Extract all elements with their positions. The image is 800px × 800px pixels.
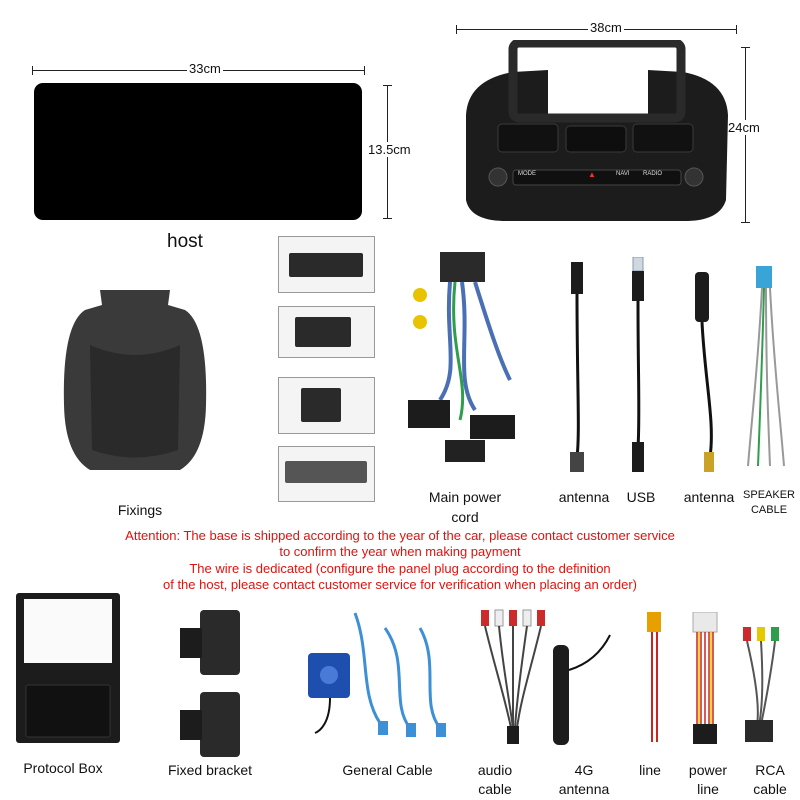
general-cable-image xyxy=(300,603,460,743)
antenna-2-image xyxy=(685,272,725,477)
rca-cable-label-1: RCA xyxy=(755,762,785,778)
fixed-bracket-label: Fixed bracket xyxy=(167,762,253,778)
protocol-box-label: Protocol Box xyxy=(23,760,103,776)
audio-cable-image xyxy=(475,608,550,748)
general-cable-label: General Cable xyxy=(342,762,433,778)
fixings-image xyxy=(60,285,210,485)
frame-height-label: 24cm xyxy=(726,120,762,135)
usb-label: USB xyxy=(626,489,656,505)
host-label: host xyxy=(167,231,203,252)
frame-width-label: 38cm xyxy=(588,20,624,35)
usb-image xyxy=(625,256,651,477)
power-line-image xyxy=(685,611,725,747)
power-line-label-2: line xyxy=(697,781,719,797)
frame-button-mode: MODE xyxy=(518,171,536,177)
main-power-cord-image xyxy=(400,250,525,475)
connector-thumb-1 xyxy=(278,236,375,293)
antenna-image xyxy=(562,262,592,477)
line-image xyxy=(640,612,670,747)
attention-line-4: of the host, please contact customer ser… xyxy=(162,577,638,592)
fixed-bracket-image xyxy=(175,610,245,760)
host-screen xyxy=(34,83,362,220)
main-power-cord-label-1: Main power xyxy=(428,489,502,505)
speaker-cable-image xyxy=(740,266,790,476)
frame-button-radio: RADIO xyxy=(643,171,663,177)
rca-cable-label-2: cable xyxy=(753,781,787,797)
antenna-4g-label-2: antenna xyxy=(558,781,610,797)
fixings-label: Fixings xyxy=(117,502,163,518)
power-line-label-1: power xyxy=(688,762,728,778)
speaker-cable-label-2: CABLE xyxy=(750,504,788,516)
antenna-4g-image xyxy=(545,625,615,745)
antenna-label: antenna xyxy=(558,489,610,505)
dash-frame: MODE NAVI RADIO ▲ xyxy=(458,38,734,222)
audio-cable-label-1: audio xyxy=(477,762,513,778)
line-label: line xyxy=(639,762,661,778)
main-power-cord-label-2: cord xyxy=(451,509,479,525)
hazard-icon: ▲ xyxy=(588,170,596,179)
connector-thumb-3 xyxy=(278,377,375,434)
connector-thumb-2 xyxy=(278,306,375,358)
attention-line-1: Attention: The base is shipped according… xyxy=(125,528,675,543)
protocol-box-image xyxy=(16,593,121,743)
screen-height-label: 13.5cm xyxy=(366,142,413,157)
rca-cable-image xyxy=(735,625,795,745)
frame-button-navi: NAVI xyxy=(616,171,630,177)
antenna-4g-label-1: 4G xyxy=(574,762,594,778)
attention-line-2: to confirm the year when making payment xyxy=(279,544,521,559)
attention-line-3: The wire is dedicated (configure the pan… xyxy=(189,561,611,576)
speaker-cable-label-1: SPEAKER xyxy=(743,489,795,501)
screen-width-label: 33cm xyxy=(187,61,223,76)
connector-thumb-4 xyxy=(278,446,375,502)
audio-cable-label-2: cable xyxy=(478,781,512,797)
antenna-2-label: antenna xyxy=(683,489,735,505)
